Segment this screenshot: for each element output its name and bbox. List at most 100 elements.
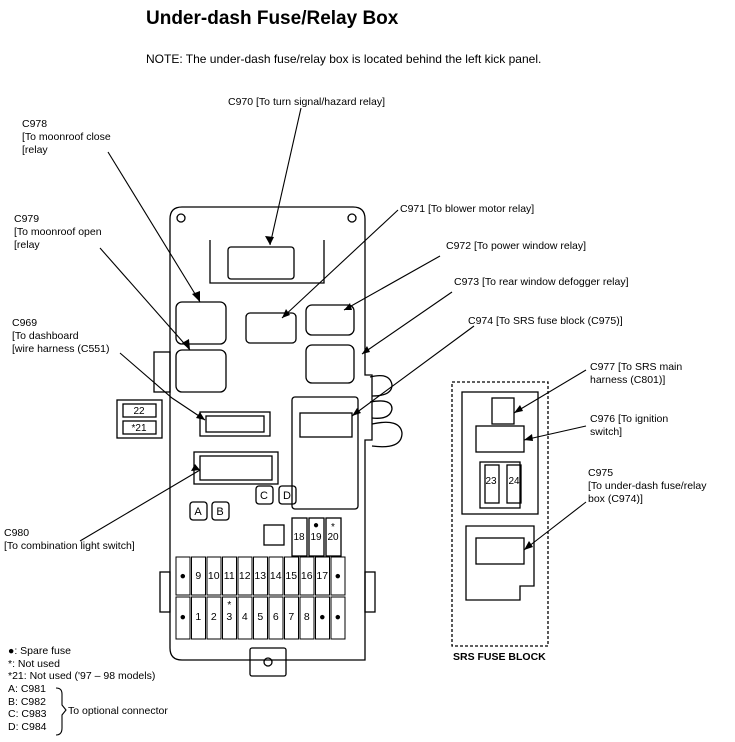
fuse-slot: [237, 596, 253, 640]
clip-icon: [369, 374, 393, 397]
legend-d: D: C984: [8, 720, 47, 733]
fuse-slot: [299, 596, 315, 640]
legend-a: A: C981: [8, 683, 46, 695]
legend: ●: Spare fuse *: Not used *21: Not used …: [8, 645, 155, 683]
leader-c977: [513, 369, 587, 414]
fuse-slot: [268, 596, 284, 640]
leader-c974: [351, 325, 475, 417]
fuse-label-12: 12: [239, 570, 251, 582]
relay-c972: [305, 304, 355, 336]
callout-c974: C974 [To SRS fuse block (C975)]: [468, 315, 623, 327]
fuse-slot: [206, 556, 222, 596]
fuse-label-13: 13: [254, 570, 266, 582]
fuse-label-21: *21: [131, 423, 146, 434]
bottom-tab-left: [159, 571, 171, 613]
optional-connector-b: [211, 501, 230, 521]
side-fuse-box: [116, 399, 163, 439]
leader-c969: [119, 352, 206, 421]
callout-c970: C970 [To turn signal/hazard relay]: [228, 96, 386, 108]
spare-mark: ●: [335, 611, 341, 623]
connector-c969: [199, 411, 271, 437]
bottom-tab-right: [364, 571, 376, 613]
fuse-slot: [222, 596, 237, 640]
connector-c980: [193, 451, 279, 485]
relay-c971: [245, 312, 297, 344]
relay-c978: [175, 301, 227, 345]
srs-fuse-block-label: SRS FUSE BLOCK: [453, 651, 546, 663]
fuse-label-16: 16: [301, 570, 313, 582]
fuse-slot: [299, 556, 315, 596]
leader-c972: [343, 255, 441, 311]
fuse-slot: [175, 596, 191, 640]
fuse-slot: [191, 556, 206, 596]
spare-mark: ●: [180, 570, 186, 582]
fuse-box-outline: [169, 206, 373, 661]
connector-c975: [475, 537, 525, 565]
fuse-slot: [315, 556, 330, 596]
leader-c970: [269, 107, 302, 246]
connector-c977: [491, 397, 515, 425]
callout-c978: C978 [To moonroof close [relay: [22, 118, 111, 156]
fuse-slot: [268, 556, 284, 596]
connector-c974: [299, 412, 353, 438]
callout-c972: C972 [To power window relay]: [446, 240, 587, 252]
fuse-label-4: 4: [242, 611, 248, 623]
fuse-label-9: 9: [195, 570, 201, 582]
spare-mark: ●: [180, 611, 186, 623]
spare-mark: ●: [319, 611, 325, 623]
leader-c975: [523, 501, 587, 551]
legend-spare: ●: Spare fuse: [8, 645, 71, 657]
connector-c974-housing: [291, 396, 359, 510]
connector-c976: [475, 425, 525, 453]
fuse-slot: [253, 556, 268, 596]
leader-c973: [361, 291, 453, 355]
callout-c971: C971 [To blower motor relay]: [400, 203, 535, 215]
legend-not-used: *: Not used: [8, 657, 60, 670]
fuse-label-5: 5: [257, 611, 263, 623]
not-used-mark-20: *: [331, 522, 335, 533]
fuse-slot: [237, 556, 253, 596]
optional-connector-a: [189, 501, 208, 521]
fuse-slot: [253, 596, 268, 640]
legend-optional-connector: To optional connector: [68, 705, 168, 717]
fuse-slot: [330, 596, 346, 640]
fuse-slot: [222, 556, 237, 596]
page-title: Under-dash Fuse/Relay Box: [146, 8, 399, 29]
legend-not-used-21: *21: Not used ('97 – 98 models): [8, 670, 156, 682]
leader-c971: [281, 209, 399, 319]
fuse-label-14: 14: [270, 570, 282, 582]
spare-mark: ●: [335, 570, 341, 582]
optional-label-d: D: [283, 490, 291, 502]
mounting-hole-icon: [176, 213, 186, 223]
location-note: NOTE: The under-dash fuse/relay box is l…: [146, 52, 542, 66]
callout-c975: C975 [To under-dash fuse/relay box (C974…: [588, 467, 707, 505]
clip-icon: [371, 421, 403, 448]
callout-c969: C969 [To dashboard [wire harness (C551): [12, 317, 110, 355]
side-tab: [153, 351, 171, 393]
callout-c980: C980 [To combination light switch]: [4, 527, 135, 552]
fuse-label-7: 7: [288, 611, 294, 623]
srs-fuse-block-frame: [451, 381, 549, 647]
relay-c979: [175, 349, 227, 393]
fuse-label-22: 22: [133, 406, 145, 417]
legend-c: C: C983: [8, 708, 47, 720]
legend-b: B: C982: [8, 695, 46, 708]
not-used-mark-3: *: [227, 599, 231, 611]
spare-mark-19: ●: [313, 520, 319, 531]
leader-c976: [523, 425, 587, 441]
legend-connectors: A: C981 B: C982 C: C983 D: C984: [8, 683, 47, 733]
fuse-slot: [206, 596, 222, 640]
fuse-slot: [330, 556, 346, 596]
leader-c978: [107, 151, 201, 303]
fuse-slot: [284, 596, 299, 640]
relay-c970: [227, 246, 295, 280]
fuse-slot: [191, 596, 206, 640]
clip-icon: [369, 400, 393, 419]
fuse-label-23: 23: [485, 476, 497, 487]
callout-c973: C973 [To rear window defogger relay]: [454, 276, 629, 288]
fuse-label-8: 8: [304, 611, 310, 623]
callout-c979: C979 [To moonroof open [relay: [14, 213, 102, 251]
optional-label-a: A: [194, 506, 202, 518]
leader-c980: [79, 469, 201, 542]
